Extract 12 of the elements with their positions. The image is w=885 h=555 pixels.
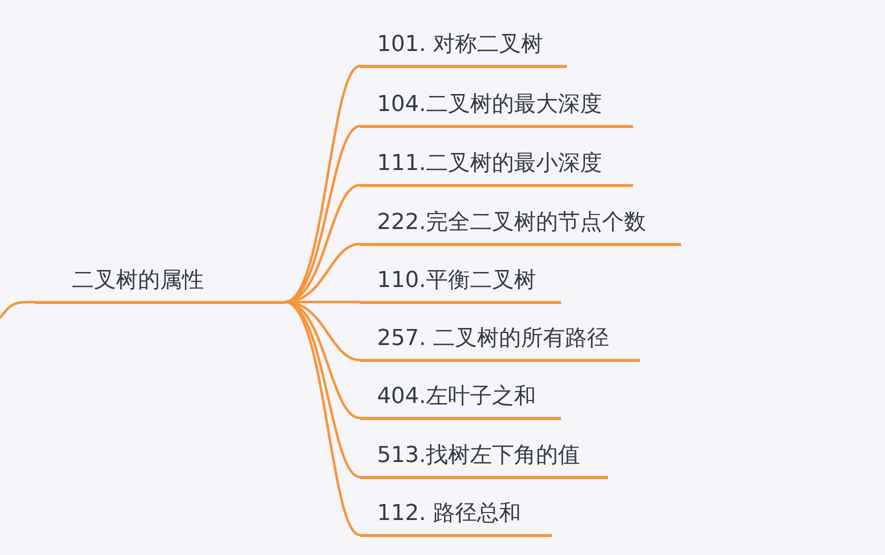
topic-text: 二叉树的属性: [72, 266, 204, 294]
topic-text: 112. 路径总和: [377, 500, 521, 528]
topic-text: 110.平衡二叉树: [377, 266, 536, 294]
topic-text: 404.左叶子之和: [377, 382, 536, 410]
topic-text: 513.找树左下角的值: [377, 442, 580, 470]
topic-text: 101. 对称二叉树: [377, 30, 543, 58]
topic-text: 111.二叉树的最小深度: [377, 150, 602, 178]
topic-text: 257. 二叉树的所有路径: [377, 324, 609, 352]
topic-text: 104.二叉树的最大深度: [377, 90, 602, 118]
branch-line: [284, 300, 361, 536]
branch-line: [0, 300, 35, 319]
topic-text: 222.完全二叉树的节点个数: [377, 208, 646, 236]
